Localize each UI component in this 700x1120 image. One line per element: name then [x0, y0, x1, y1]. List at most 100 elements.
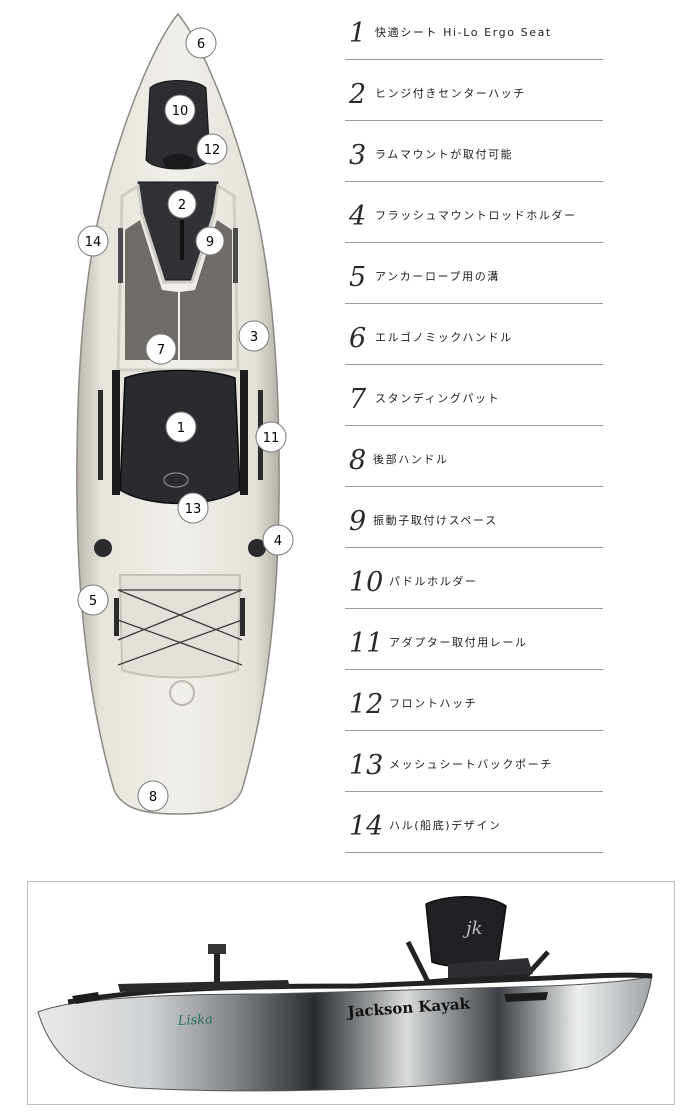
seat-logo: jk: [462, 918, 483, 939]
feature-item: 9 振動子取付けスペース: [345, 488, 603, 548]
callouts: 6 10 12 2 9 14 3 7 1 11 13 4 5 8: [77, 27, 294, 812]
feature-number: 13: [349, 750, 384, 781]
feature-label: エルゴノミックハンドル: [375, 331, 513, 344]
feature-number: 2: [349, 79, 367, 110]
tank-bungee-anchor-left: [114, 598, 119, 636]
rod-holder-cap: [208, 944, 226, 954]
side-deck: [67, 972, 653, 1005]
callout-1: 1: [165, 411, 197, 443]
svg-text:13: 13: [185, 502, 202, 517]
standing-pad-right: [180, 220, 232, 360]
feature-number: 9: [349, 506, 367, 537]
right-upper-rail: [233, 228, 238, 283]
feature-item: 5 アンカーロープ用の溝: [345, 244, 603, 304]
seat-base: [448, 958, 533, 978]
feature-label: ヒンジ付きセンターハッチ: [375, 87, 526, 100]
svg-text:10: 10: [172, 104, 189, 119]
feature-number: 3: [349, 140, 367, 171]
left-rail: [98, 390, 103, 480]
callout-11: 11: [255, 421, 287, 453]
callout-9: 9: [195, 226, 225, 256]
feature-number: 1: [349, 18, 367, 49]
feature-item: 10 パドルホルダー: [345, 549, 603, 609]
callout-8: 8: [137, 780, 169, 812]
callout-10: 10: [164, 94, 196, 126]
feature-label: 快適シート Hi-Lo Ergo Seat: [375, 26, 552, 39]
feature-item: 12 フロントハッチ: [345, 671, 603, 731]
svg-text:14: 14: [85, 235, 102, 250]
feature-number: 8: [349, 445, 367, 476]
rod-holder-left: [94, 539, 112, 557]
svg-text:2: 2: [178, 198, 186, 213]
svg-text:7: 7: [157, 343, 165, 358]
tank-bungee-anchor-right: [240, 598, 245, 636]
svg-text:4: 4: [274, 534, 282, 549]
svg-text:8: 8: [149, 790, 157, 805]
feature-item: 11 アダプター取付用レール: [345, 610, 603, 670]
hull-model-mark: Liska: [176, 1012, 213, 1029]
feature-number: 12: [349, 689, 384, 720]
bow-handle: [72, 992, 100, 1004]
feature-number: 14: [349, 811, 384, 842]
svg-text:1: 1: [177, 421, 185, 436]
kayak-top-view-diagram: 6 10 12 2 9 14 3 7 1 11 13 4 5 8: [76, 12, 294, 815]
feature-number: 7: [349, 384, 367, 415]
callout-12: 12: [196, 133, 228, 165]
feature-label: フラッシュマウントロッドホルダー: [375, 209, 577, 222]
feature-label: ラムマウントが取付可能: [375, 148, 514, 161]
callout-5: 5: [77, 584, 109, 616]
front-hatch-ring: [162, 154, 194, 168]
callout-6: 6: [185, 27, 217, 59]
side-hull: [37, 975, 653, 1092]
svg-text:3: 3: [250, 330, 258, 345]
feature-label: パドルホルダー: [389, 575, 478, 588]
rear-deck-gear: [118, 980, 290, 992]
callout-2: 2: [167, 189, 197, 219]
kayak-side-view: jk Jackson Kayak Liska: [37, 896, 653, 1092]
feature-label: メッシュシートバックポーチ: [389, 758, 553, 771]
kayak-side-view-frame: jk Jackson Kayak Liska: [27, 881, 675, 1105]
feature-item: 1 快適シート Hi-Lo Ergo Seat: [345, 0, 603, 60]
feature-item: 3 ラムマウントが取付可能: [345, 122, 603, 182]
callout-7: 7: [145, 333, 177, 365]
feature-label: アンカーロープ用の溝: [375, 270, 500, 283]
feature-item: 14 ハル(船底)デザイン: [345, 793, 603, 853]
transducer-slot: [180, 220, 184, 260]
feature-number: 11: [349, 628, 384, 659]
seat-back: [425, 896, 507, 968]
rod-holder-right: [248, 539, 266, 557]
rod-holder-post: [214, 952, 220, 988]
svg-text:12: 12: [204, 143, 221, 158]
feature-item: 4 フラッシュマウントロッドホルダー: [345, 183, 603, 243]
feature-number: 5: [349, 262, 367, 293]
feature-item: 6 エルゴノミックハンドル: [345, 305, 603, 365]
feature-item: 2 ヒンジ付きセンターハッチ: [345, 61, 603, 121]
feature-item: 13 メッシュシートバックポーチ: [345, 732, 603, 792]
feature-label: 振動子取付けスペース: [373, 514, 498, 527]
tank-well: [118, 574, 242, 679]
callout-3: 3: [238, 320, 270, 352]
feature-label: スタンディングパット: [375, 392, 501, 405]
seat-logo-mark: [163, 472, 189, 488]
svg-text:9: 9: [206, 235, 214, 250]
callout-14: 14: [77, 225, 109, 257]
bungee-cords: [117, 589, 243, 666]
side-carry-handle: [504, 992, 548, 1002]
seat-frame: [405, 940, 550, 985]
feature-label: 後部ハンドル: [373, 453, 449, 466]
svg-text:5: 5: [89, 594, 97, 609]
callout-13: 13: [177, 492, 209, 524]
seat-frame-left: [112, 370, 120, 495]
standing-pad-left: [125, 220, 178, 360]
feature-label: アダプター取付用レール: [389, 636, 528, 649]
cockpit-rim: [116, 183, 240, 372]
feature-number: 6: [349, 323, 367, 354]
left-upper-rail: [118, 228, 123, 283]
feature-number: 4: [349, 201, 367, 232]
svg-text:11: 11: [263, 431, 280, 446]
feature-number: 10: [349, 567, 384, 598]
feature-label: フロントハッチ: [389, 697, 478, 710]
stern-logo: [169, 680, 195, 706]
svg-text:6: 6: [197, 37, 205, 52]
